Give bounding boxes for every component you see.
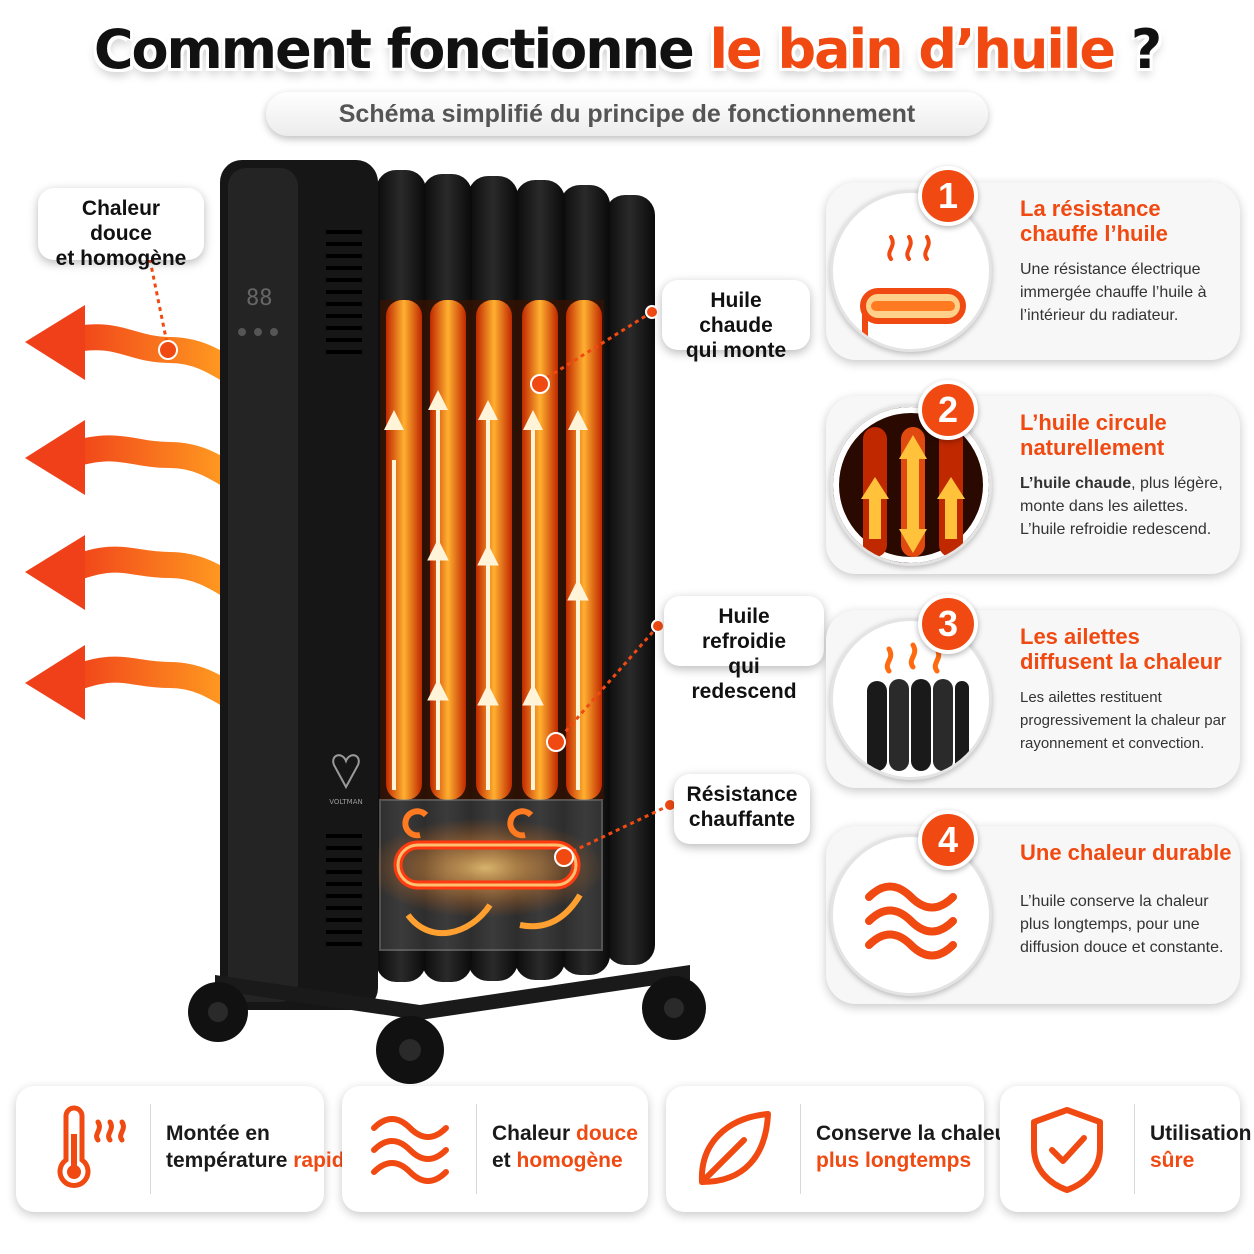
step-3-desc: Les ailettes restituent progressivement … xyxy=(1020,689,1226,752)
step-card-1: 1 La résistance chauffe l’huile Une rési… xyxy=(826,166,1240,360)
heater-control-body: 88 VOLTMAN xyxy=(220,160,378,1010)
feature-fast-heat-line2: température rapide xyxy=(166,1147,356,1174)
step-card-2: 2 L’huile circule naturellement L’huile … xyxy=(826,380,1240,574)
callout-leader-lines xyxy=(148,259,671,857)
feature-card-soft-heat: Chaleur douce et homogène xyxy=(342,1086,648,1212)
callout-hot-oil: Huile chaude qui monte xyxy=(662,280,810,362)
feature-safe-text: Utilisation sûre xyxy=(1150,1120,1252,1174)
step-4-title: Une chaleur durable xyxy=(1020,840,1232,865)
callout-hot-oil-line1: Huile chaude xyxy=(699,289,773,337)
step-3-title: Les ailettes diffusent la chaleur xyxy=(1020,624,1222,674)
callout-resistance-line2: chauffante xyxy=(688,808,796,831)
feature-safe-line2: sûre xyxy=(1150,1149,1195,1172)
subtitle: Schéma simplifié du principe de fonction… xyxy=(338,100,916,128)
feature-keeps-heat-text: Conserve la chaleur plus longtemps xyxy=(816,1120,1016,1174)
step-2-desc: L’huile chaude, plus légère, monte dans … xyxy=(1020,472,1236,541)
feature-soft-heat-line2: et homogène xyxy=(492,1147,638,1174)
thermometer-icon xyxy=(57,1105,126,1188)
brand-name: VOLTMAN xyxy=(329,798,362,806)
title-main: Comment fonctionne xyxy=(93,18,695,81)
page-title: Comment fonctionne le bain d’huile ? xyxy=(0,18,1254,81)
feature-fast-heat-line2-plain: température xyxy=(166,1149,294,1172)
shield-check-icon xyxy=(1031,1107,1103,1193)
feature-keeps-heat-line2: plus longtemps xyxy=(816,1149,972,1172)
feature-separator xyxy=(1134,1104,1135,1194)
step-4-desc: L’huile conserve la chaleur plus longtem… xyxy=(1020,893,1224,956)
feature-card-fast-heat: Montée en température rapide xyxy=(16,1086,356,1212)
callout-resistance-line1: Résistance xyxy=(686,783,798,806)
callout-dots xyxy=(143,251,677,867)
title-accent: le bain d’huile xyxy=(709,18,1116,81)
callout-cool-oil: Huile refroidie qui redescend xyxy=(664,596,824,703)
circulation-arrows-icon xyxy=(861,427,965,557)
callout-hot-oil-line2: qui monte xyxy=(685,339,787,362)
feature-safe-line1: Utilisation xyxy=(1150,1122,1252,1145)
callout-soft-heat-line1: Chaleur douce xyxy=(81,197,161,245)
heater-display: 88 xyxy=(246,286,273,311)
feature-soft-heat-line1-plain: Chaleur xyxy=(492,1122,577,1145)
feature-soft-heat-line2-plain: et xyxy=(492,1149,517,1172)
heater-button-2[interactable] xyxy=(254,328,262,336)
heating-element-icon xyxy=(860,235,966,340)
step-2-number-badge: 2 xyxy=(918,380,978,440)
oil-flow-arrows xyxy=(384,390,589,790)
leaf-icon xyxy=(698,1111,771,1185)
feature-separator xyxy=(150,1104,151,1194)
feature-soft-heat-line1-hl: douce xyxy=(576,1122,638,1145)
step-1-illustration xyxy=(830,190,992,352)
step-card-4: 4 Une chaleur durable L’huile conserve l… xyxy=(826,810,1240,1004)
oil-channels xyxy=(380,300,604,800)
callout-soft-heat-line2: et homogène xyxy=(55,247,187,270)
step-2-desc-bold: L’huile chaude xyxy=(1020,475,1132,492)
feature-separator xyxy=(800,1104,801,1194)
heater-base xyxy=(188,965,706,1084)
step-3-number-badge: 3 xyxy=(918,594,978,654)
step-2-desc-rest: , plus légère, monte dans les ailettes. … xyxy=(1020,475,1223,538)
step-1-title: La résistance chauffe l’huile xyxy=(1020,196,1168,246)
feature-soft-heat-line1: Chaleur douce xyxy=(492,1120,638,1147)
resistance-chamber xyxy=(365,799,605,951)
callout-resistance: Résistance chauffante xyxy=(674,774,810,844)
step-4-illustration xyxy=(830,834,992,996)
waves-icon xyxy=(371,1116,449,1184)
step-2-title: L’huile circule naturellement xyxy=(1020,410,1167,460)
feature-fast-heat-line2-hl: rapide xyxy=(293,1149,357,1172)
oil-heater-illustration: 88 VOLTMAN xyxy=(25,160,706,1084)
feature-fast-heat-line1: Montée en xyxy=(166,1122,270,1145)
title-question-mark: ? xyxy=(1130,18,1162,81)
feature-soft-heat-line2-hl: homogène xyxy=(516,1149,623,1172)
feature-separator xyxy=(476,1104,477,1194)
heater-button-1[interactable] xyxy=(238,328,246,336)
feature-fast-heat-text: Montée en température rapide xyxy=(166,1120,356,1174)
feature-card-keeps-heat: Conserve la chaleur plus longtemps xyxy=(666,1086,1016,1212)
subtitle-pill: Schéma simplifié du principe de fonction… xyxy=(266,92,988,136)
callout-cool-oil-line2: qui redescend xyxy=(691,655,797,703)
feature-keeps-heat-line1: Conserve la chaleur xyxy=(816,1122,1016,1145)
feature-card-safe: Utilisation sûre xyxy=(1000,1086,1252,1212)
step-4-number-badge: 4 xyxy=(918,810,978,870)
feature-soft-heat-text: Chaleur douce et homogène xyxy=(492,1120,638,1174)
step-1-desc: Une résistance électrique immergée chauf… xyxy=(1020,261,1207,324)
brand-logo-icon xyxy=(332,754,360,790)
step-card-3: 3 Les ailettes diffusent la chaleur Les … xyxy=(826,594,1240,788)
heater-button-3[interactable] xyxy=(270,328,278,336)
heat-waves-icon xyxy=(865,882,957,960)
callout-cool-oil-line1: Huile refroidie xyxy=(701,605,787,653)
callout-soft-heat: Chaleur douce et homogène xyxy=(38,188,204,270)
step-1-number-badge: 1 xyxy=(918,166,978,226)
